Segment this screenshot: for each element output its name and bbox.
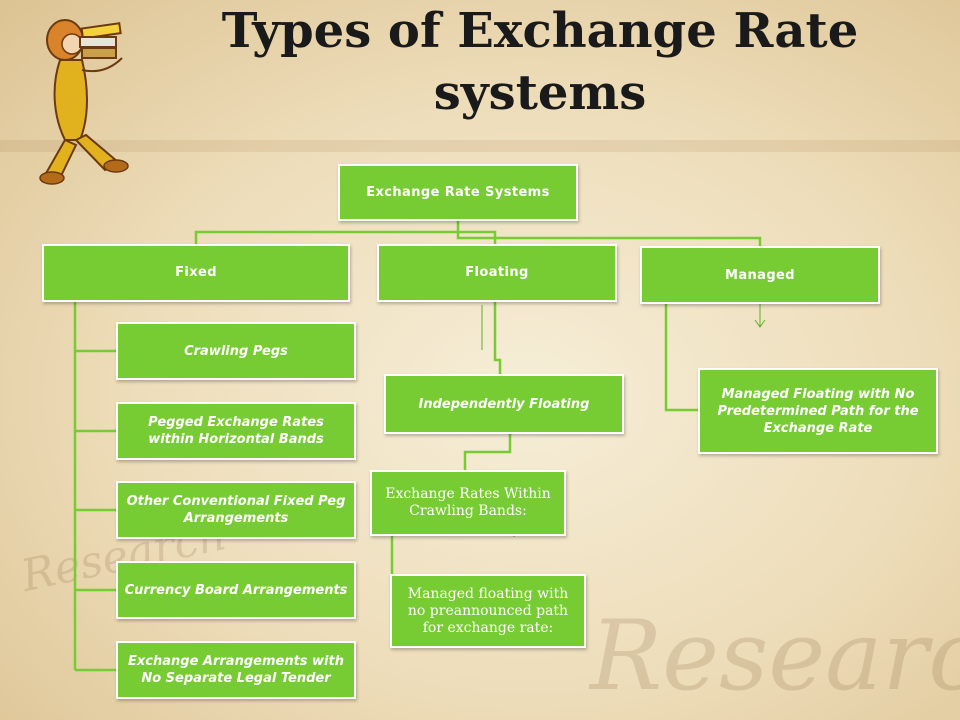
- page-title: Types of Exchange Rate systems: [221, 3, 859, 121]
- category-floating: Floating: [377, 244, 617, 302]
- managed-item: Managed Floating with No Predetermined P…: [698, 368, 938, 454]
- fixed-item: Currency Board Arrangements: [116, 561, 356, 619]
- floating-item: Independently Floating: [384, 374, 624, 434]
- decorative-band: [0, 140, 960, 152]
- floating-item: Exchange Rates Within Crawling Bands:: [370, 470, 566, 536]
- fixed-item: Other Conventional Fixed Peg Arrangement…: [116, 481, 356, 539]
- person-carrying-books-icon: [39, 19, 129, 185]
- category-managed: Managed: [640, 246, 880, 304]
- fixed-item: Crawling Pegs: [116, 322, 356, 380]
- watermark-text: Research: [590, 600, 960, 712]
- floating-item: Managed floating with no preannounced pa…: [390, 574, 586, 648]
- root-node: Exchange Rate Systems: [338, 164, 578, 221]
- fixed-item: Pegged Exchange Rates within Horizontal …: [116, 402, 356, 460]
- category-fixed: Fixed: [42, 244, 350, 302]
- fixed-item: Exchange Arrangements with No Separate L…: [116, 641, 356, 699]
